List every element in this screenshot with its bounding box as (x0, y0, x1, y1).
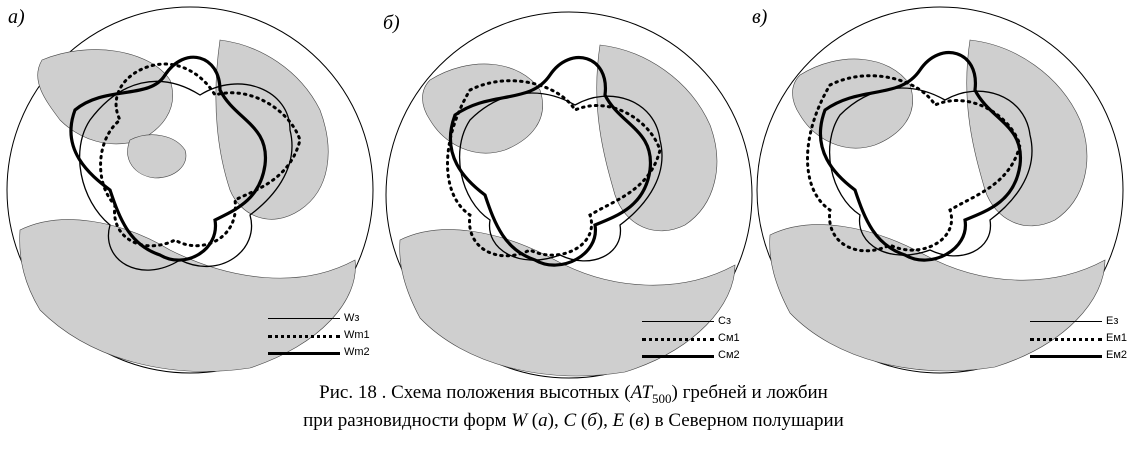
legend-c: Ез Ем1 Ем2 (1030, 313, 1147, 364)
contour-thick (448, 56, 653, 267)
legend-item: Ем2 (1030, 347, 1147, 364)
panel-label-a: а) (8, 6, 25, 28)
legend-a: Wз Wm1 Wm2 (268, 310, 388, 361)
legend-line-dotted (642, 338, 714, 341)
landmass-shape (19, 219, 356, 372)
legend-label: Ез (1106, 315, 1119, 327)
legend-label: Ем2 (1106, 349, 1128, 361)
caption-form-c: C (563, 409, 577, 431)
panel-label-b: б) (383, 12, 400, 34)
contour-dotted (99, 62, 302, 248)
landmass-shape (769, 224, 1106, 372)
legend-label: Wm2 (344, 346, 370, 358)
legend-item: Wm1 (268, 327, 388, 344)
map-panel-a (6, 6, 374, 374)
legend-line-thin (1030, 321, 1102, 322)
map-panel-b (385, 11, 753, 379)
legend-item: Ем1 (1030, 330, 1147, 347)
caption-text: Рис. 18 . Схема положения высотных ( (319, 382, 631, 403)
legend-line-thick (1030, 355, 1102, 358)
caption-panel-c: в (635, 409, 644, 431)
legend-item: Сз (642, 313, 762, 330)
contour-dotted (446, 79, 662, 258)
caption-form-w: W (511, 409, 528, 431)
legend-item: См2 (642, 347, 762, 364)
legend-line-thin (642, 321, 714, 322)
legend-line-dotted (1030, 338, 1102, 341)
legend-line-thick (268, 352, 340, 355)
legend-label: Wз (344, 312, 360, 324)
legend-label: Wm1 (344, 329, 370, 341)
legend-item: См1 (642, 330, 762, 347)
contour-thin (458, 92, 663, 262)
caption-text: ) гребней и ложбин (671, 382, 828, 403)
legend-label: Сз (718, 315, 731, 327)
contour-thin (828, 87, 1033, 257)
caption-at: АТ (630, 382, 653, 403)
legend-line-dotted (268, 335, 340, 338)
legend-label: См2 (718, 349, 740, 361)
figure-caption: Рис. 18 . Схема положения высотных (АТ50… (0, 382, 1147, 432)
landmass-shape (127, 134, 187, 179)
landmass-shape (966, 39, 1088, 227)
figure-area (6, 6, 1124, 379)
legend-item: Wз (268, 310, 388, 327)
contour-thick (69, 55, 268, 262)
panel-label-c: в) (752, 6, 768, 28)
landmass-shape (596, 44, 718, 232)
legend-line-thick (642, 355, 714, 358)
caption-text: при разновидности форм (303, 409, 512, 431)
caption-panel-b: б (587, 409, 597, 431)
caption-form-e: E (612, 409, 625, 431)
caption-line-1: Рис. 18 . Схема положения высотных (АТ50… (0, 382, 1147, 410)
legend-label: Ем1 (1106, 332, 1128, 344)
legend-item: Wm2 (268, 344, 388, 361)
contour-thick (818, 51, 1023, 262)
caption-text: в Северном полушарии (649, 409, 844, 431)
legend-label: См1 (718, 332, 740, 344)
map-panel-c (756, 6, 1124, 374)
caption-panel-a: а (538, 409, 548, 431)
legend-b: Сз См1 См2 (642, 313, 762, 364)
caption-line-2: при разновидности форм W (а), C (б), E (… (303, 409, 844, 431)
legend-item: Ез (1030, 313, 1147, 330)
contour-thin (78, 80, 293, 271)
legend-line-thin (268, 318, 340, 319)
contour-dotted (806, 74, 1022, 253)
caption-sub: 500 (652, 390, 672, 406)
